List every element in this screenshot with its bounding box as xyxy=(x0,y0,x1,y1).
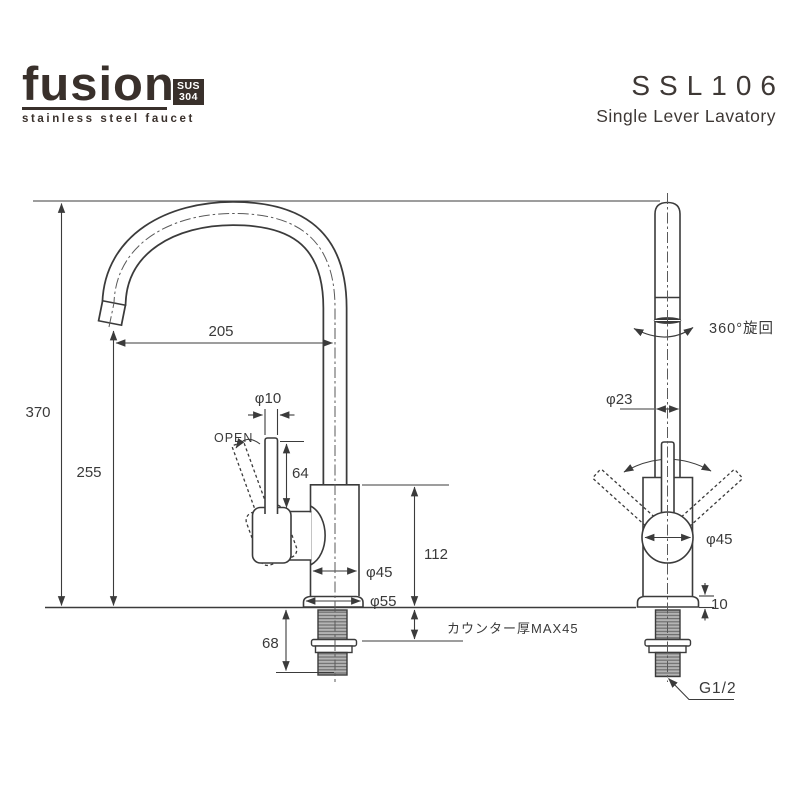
mounting-shank-side xyxy=(310,609,358,676)
thread-size-label: G1/2 xyxy=(699,680,737,697)
dim-flange-height: 10 xyxy=(711,596,728,613)
lever-neck xyxy=(289,512,311,560)
dim-ball-diameter: φ45 xyxy=(706,531,732,548)
brand-logo: fusion SUS 304 stainless steel faucet xyxy=(22,57,252,126)
product-title: SSL106 Single Lever Lavatory xyxy=(596,70,776,127)
body-waist-contour xyxy=(310,505,326,566)
side-view-centerline xyxy=(108,212,336,682)
model-number: SSL106 xyxy=(631,70,785,101)
dim-spout-height: 255 xyxy=(76,464,101,481)
dim-handle-length: 64 xyxy=(292,465,309,482)
open-direction-arrow xyxy=(235,438,261,449)
base-flange-side xyxy=(302,595,364,608)
swivel-rotation-arrow xyxy=(633,327,694,338)
badge-304: 304 xyxy=(178,91,198,104)
faucet-body-side xyxy=(288,484,364,608)
dim-spout-reach: 205 xyxy=(208,323,233,340)
gooseneck-spout xyxy=(97,200,348,486)
shank-locknut xyxy=(314,645,353,654)
shank-washer xyxy=(310,638,358,647)
open-label: OPEN xyxy=(214,431,253,445)
badge-sus: SUS xyxy=(176,79,201,92)
product-subtitle: Single Lever Lavatory xyxy=(596,106,776,126)
base-flange-front xyxy=(636,595,700,608)
thread-leader-line xyxy=(668,678,734,701)
lever-housing-side xyxy=(251,506,292,564)
sus304-badge: SUS 304 xyxy=(172,79,204,106)
swivel-note: 360°旋回 xyxy=(709,320,774,337)
lever-handle-side xyxy=(264,437,279,514)
dimensions: 370 255 205 φ10 OPEN 64 112 φ45 φ55 68 xyxy=(25,203,774,701)
dim-pipe-diameter: φ23 xyxy=(606,391,632,408)
shank-thread-lower xyxy=(317,651,348,676)
shank-thread-upper xyxy=(317,609,348,641)
logo-underline xyxy=(22,107,167,111)
counter-thickness-note: カウンター厚MAX45 xyxy=(447,621,579,636)
dim-handle-diameter: φ10 xyxy=(255,390,281,407)
dim-body-diameter: φ45 xyxy=(366,564,392,581)
brand-tagline: stainless steel faucet xyxy=(22,113,195,126)
dim-base-diameter: φ55 xyxy=(370,593,396,610)
dim-body-height: 112 xyxy=(424,546,448,563)
brand-name: fusion xyxy=(22,57,175,110)
dim-overall-height: 370 xyxy=(25,404,50,421)
dim-under-counter: 68 xyxy=(262,635,279,652)
